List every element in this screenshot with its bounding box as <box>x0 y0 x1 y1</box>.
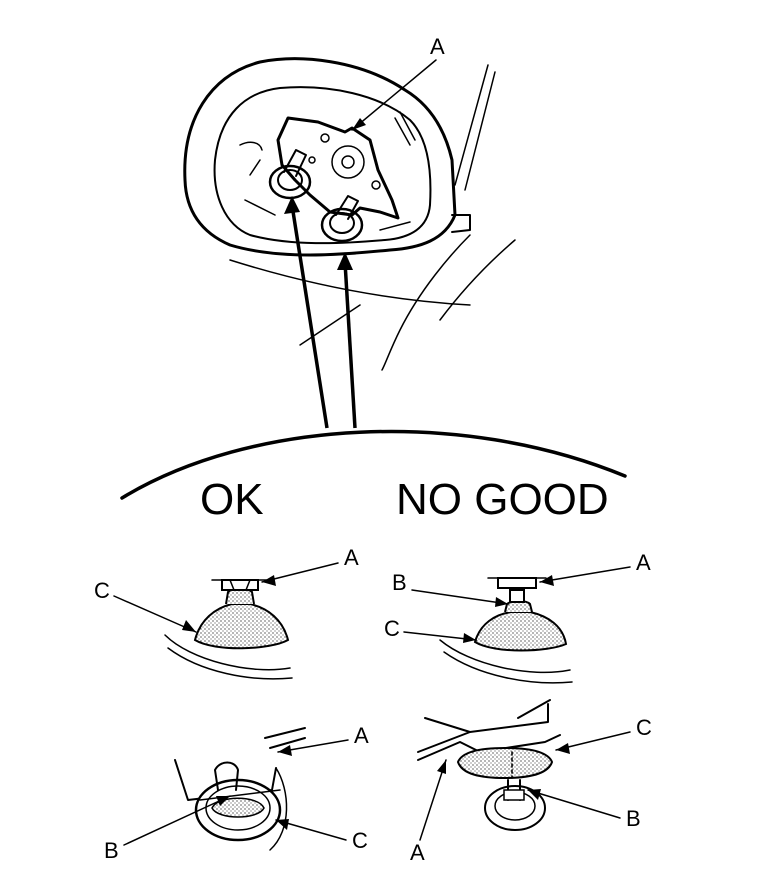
ok-upper-label-a: A <box>344 545 359 570</box>
nogood-lower-label-b: B <box>626 806 641 831</box>
ok-lower-illustration <box>174 727 306 851</box>
pointer-arrows <box>284 196 357 429</box>
top-callout-arrowhead <box>352 118 366 130</box>
nogood-heading: NO GOOD <box>396 475 609 524</box>
nogood-lower-illustration <box>417 699 561 831</box>
nogood-upper-label-c: C <box>384 616 400 641</box>
nogood-upper-label-b: B <box>392 570 407 595</box>
ok-lower-label-a: A <box>354 723 369 748</box>
nogood-upper-illustration <box>439 577 573 684</box>
nogood-lower-label-a: A <box>410 840 425 865</box>
mirror-housing <box>183 57 516 371</box>
top-label-a: A <box>430 34 445 59</box>
nogood-upper-label-a: A <box>636 550 651 575</box>
ok-lower-label-c: C <box>352 828 368 853</box>
top-callout-line <box>351 59 437 131</box>
ok-lower-label-b: B <box>104 838 119 863</box>
nogood-lower-label-c: C <box>636 715 652 740</box>
section-divider-curve <box>120 429 627 500</box>
ok-upper-label-c: C <box>94 578 110 603</box>
ok-heading: OK <box>200 475 264 524</box>
ok-upper-illustration <box>164 579 293 680</box>
